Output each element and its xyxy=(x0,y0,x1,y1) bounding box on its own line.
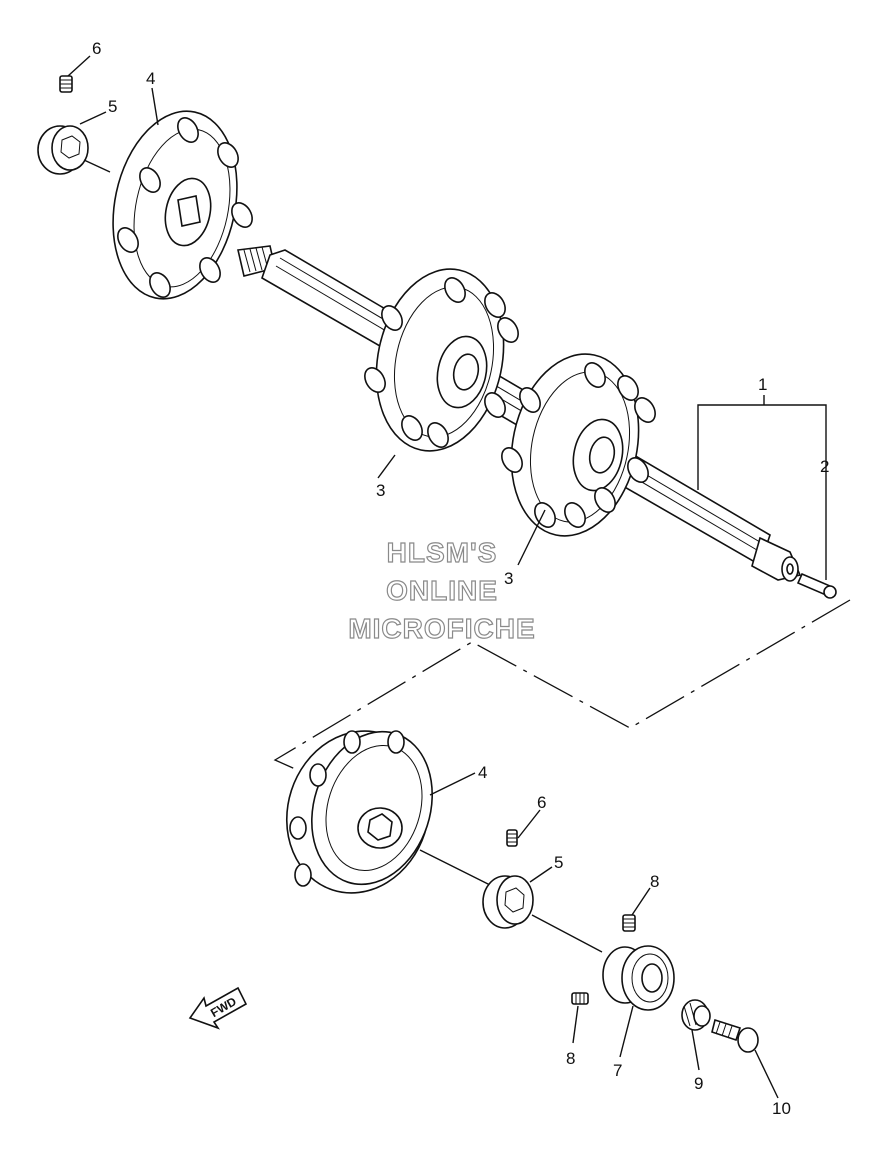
callout-6-lower: 6 xyxy=(537,793,546,812)
callout-3-second: 3 xyxy=(504,569,513,588)
callout-8-top: 8 xyxy=(650,872,659,891)
callout-5-upper: 5 xyxy=(108,97,117,116)
set-screw-8-top xyxy=(622,914,636,932)
watermark-line-1: HLSM'S xyxy=(387,537,498,568)
callout-6-upper: 6 xyxy=(92,39,101,58)
bolt-10 xyxy=(711,1018,759,1053)
collar-upper-5 xyxy=(37,125,89,175)
callout-10: 10 xyxy=(772,1099,791,1118)
callout-8-bottom: 8 xyxy=(566,1049,575,1068)
idler-wheel-lower-4 xyxy=(285,730,433,894)
watermark: HLSM'S ONLINE MICROFICHE xyxy=(348,536,536,644)
sprocket-middle-3a xyxy=(364,268,519,452)
callout-4-lower: 4 xyxy=(478,763,487,782)
callout-5-lower: 5 xyxy=(554,853,563,872)
collar-lower-5 xyxy=(482,875,534,929)
fwd-arrow-icon: FWD xyxy=(188,986,248,1030)
sprocket-wheel-upper-4 xyxy=(112,110,253,300)
watermark-line-3: MICROFICHE xyxy=(348,613,535,644)
callout-2: 2 xyxy=(820,457,829,476)
leader-lines xyxy=(67,55,827,1099)
set-screw-lower-6 xyxy=(506,829,518,847)
callout-7: 7 xyxy=(613,1061,622,1080)
watermark-line-2: ONLINE xyxy=(386,575,498,606)
nut-9 xyxy=(681,999,711,1031)
callout-1: 1 xyxy=(758,375,767,394)
set-screw-upper-6 xyxy=(59,75,73,93)
callout-9: 9 xyxy=(694,1074,703,1093)
callout-3-first: 3 xyxy=(376,481,385,500)
pin-part-2 xyxy=(796,572,837,599)
callout-4-upper: 4 xyxy=(146,69,155,88)
sprocket-middle-3b xyxy=(501,353,656,537)
bearing-7 xyxy=(602,945,675,1011)
set-screw-8-bottom xyxy=(571,992,589,1005)
assembly-reference-line xyxy=(273,599,851,781)
